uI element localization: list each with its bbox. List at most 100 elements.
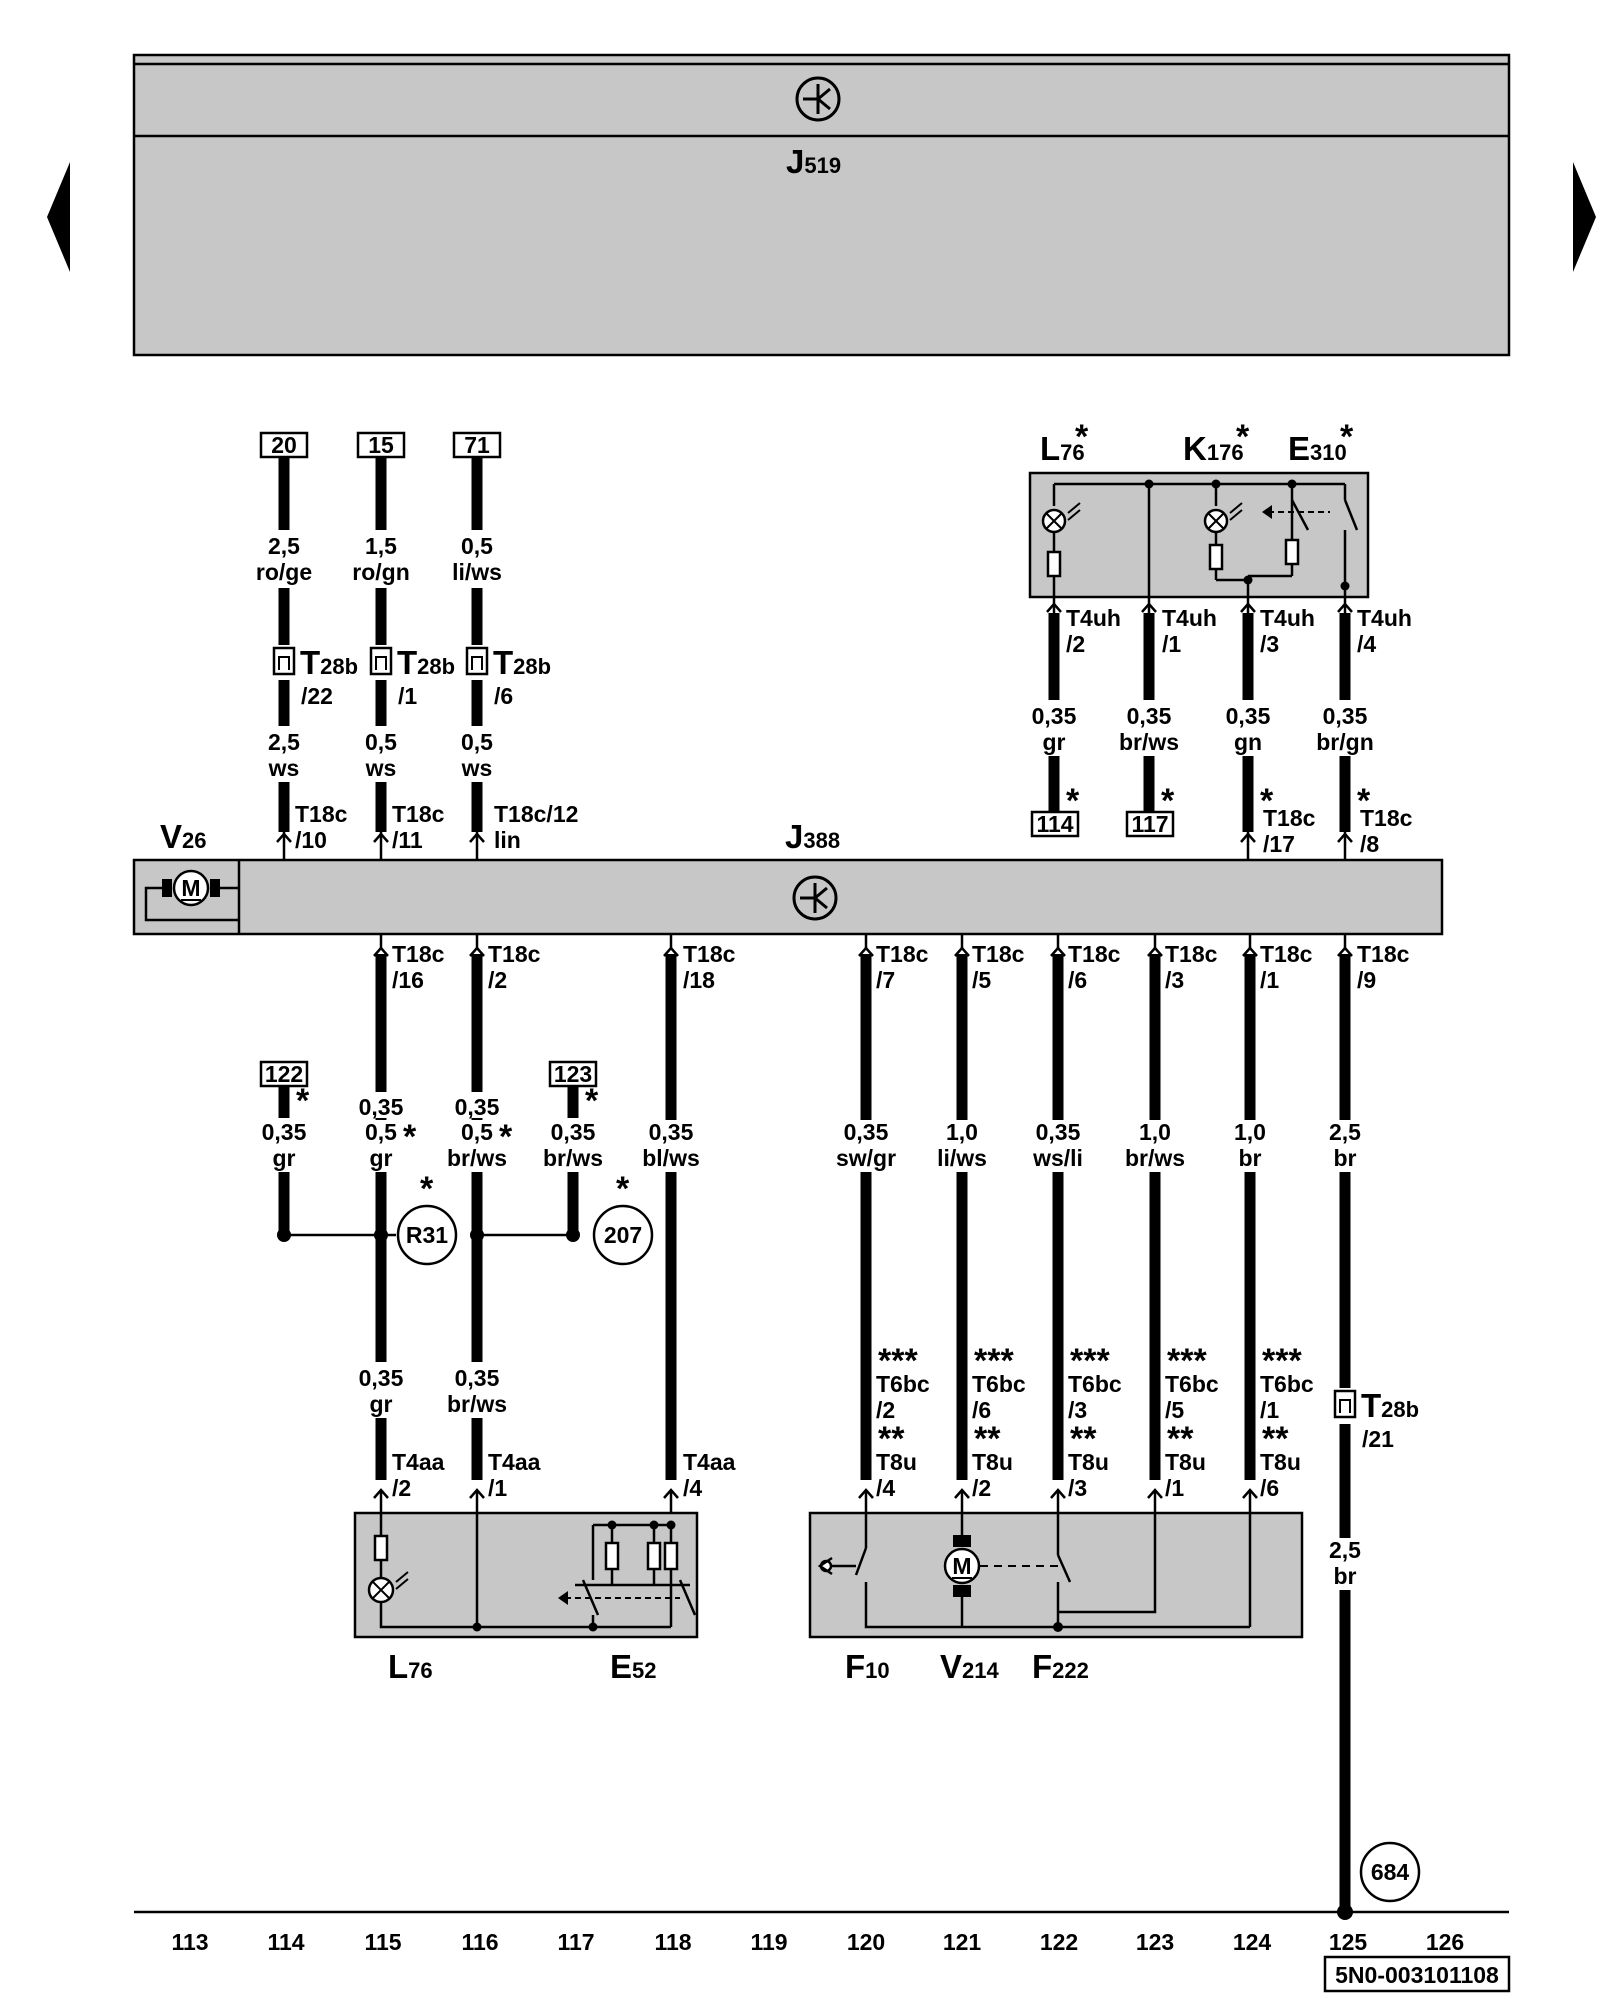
svg-text:117: 117 <box>1131 811 1168 837</box>
ref-box-114: 114 <box>1030 810 1080 838</box>
f10-v214-f222-component-box: M F10 V214 F222 <box>808 1511 1304 1685</box>
f222-label: F222 <box>1032 1648 1089 1685</box>
svg-text:T8u: T8u <box>1068 1449 1109 1475</box>
svg-text:0,35: 0,35 <box>1323 703 1368 729</box>
track-number: 113 <box>171 1929 208 1955</box>
svg-text:T18c: T18c <box>392 801 445 827</box>
door-switch-icon <box>817 1513 1250 1629</box>
svg-text:0,35: 0,35 <box>1226 703 1271 729</box>
svg-text:/16: /16 <box>392 967 424 993</box>
svg-text:2,5: 2,5 <box>268 729 300 755</box>
svg-text:T8u: T8u <box>972 1449 1013 1475</box>
svg-text:0,35: 0,35 <box>359 1365 404 1391</box>
track-number: 120 <box>847 1929 885 1955</box>
connector-t28b-22: T28b /22 <box>272 644 358 709</box>
svg-text:T18c: T18c <box>1165 941 1218 967</box>
svg-text:gr: gr <box>273 1145 296 1171</box>
svg-text:T8u: T8u <box>1260 1449 1301 1475</box>
svg-text:2,5: 2,5 <box>1329 1119 1361 1145</box>
svg-text:***: *** <box>974 1342 1014 1380</box>
svg-text:**: ** <box>1262 1420 1289 1458</box>
track-number: 124 <box>1233 1929 1272 1955</box>
j388-label: J388 <box>785 818 840 855</box>
svg-text:br/ws: br/ws <box>447 1145 507 1171</box>
svg-text:*: * <box>585 1082 599 1120</box>
svg-text:20: 20 <box>271 432 297 458</box>
j519-control-unit: J519 <box>132 53 1511 357</box>
svg-text:ws: ws <box>365 755 397 781</box>
svg-text:114: 114 <box>1036 811 1073 837</box>
v214-label: V214 <box>940 1648 999 1685</box>
svg-text:/9: /9 <box>1357 967 1376 993</box>
track-number: 122 <box>1040 1929 1078 1955</box>
e310-label: E310 <box>1288 430 1347 467</box>
ref-box-20: 20 <box>259 431 309 459</box>
svg-text:T4aa: T4aa <box>488 1449 541 1475</box>
dimmer-switch-icon <box>558 1579 697 1627</box>
svg-text:T18c: T18c <box>1068 941 1121 967</box>
track-number: 121 <box>943 1929 982 1955</box>
electronic-unit-icon <box>795 76 841 122</box>
svg-text:/17: /17 <box>1263 831 1295 857</box>
svg-text:M: M <box>181 875 200 901</box>
svg-text:0,35: 0,35 <box>1036 1119 1081 1145</box>
top-left-wires: 20 15 71 2,5 ro/ge 1,5 ro/gn 0,5 li/ws T… <box>250 431 578 860</box>
motor-icon: M <box>144 869 239 922</box>
svg-text:***: *** <box>878 1342 918 1380</box>
svg-text:T8u: T8u <box>1165 1449 1206 1475</box>
lower-left-wires: T18c /16 T18c /2 T18c /18 122 123 * * 0,… <box>255 934 736 1513</box>
connector-t28b-1: T28b /1 <box>369 644 455 709</box>
track-number: 123 <box>1136 1929 1174 1955</box>
svg-text:/5: /5 <box>972 967 991 993</box>
lamp-icon <box>1203 502 1243 534</box>
lamp-icon <box>1041 502 1081 534</box>
svg-text:***: *** <box>1262 1342 1302 1380</box>
connector-t28b-6: T28b /6 <box>465 644 551 709</box>
next-page-arrow-icon[interactable] <box>1573 162 1596 272</box>
svg-text:***: *** <box>1167 1342 1207 1380</box>
svg-text:gr: gr <box>370 1145 393 1171</box>
svg-text:/6: /6 <box>1068 967 1087 993</box>
svg-text:122: 122 <box>265 1061 303 1087</box>
svg-text:**: ** <box>878 1420 905 1458</box>
svg-text:T4uh: T4uh <box>1357 605 1412 631</box>
track-number: 119 <box>750 1929 787 1955</box>
wire-color: li/ws <box>452 559 502 585</box>
svg-text:0,35: 0,35 <box>262 1119 307 1145</box>
svg-text:br/ws: br/ws <box>1125 1145 1185 1171</box>
ground-point-684: 684 <box>1359 1841 1421 1903</box>
wire-gauge: 2,5 <box>268 533 300 559</box>
track-number: 116 <box>461 1929 498 1955</box>
svg-text:**: ** <box>1070 1420 1097 1458</box>
ground-wire: T18c /9 2,5 br T28b /21 2,5 br 684 <box>1318 934 1421 1920</box>
track-number-row: 113 114 115 116 117 118 119 120 121 122 … <box>134 1910 1509 1955</box>
svg-text:15: 15 <box>368 432 394 458</box>
ref-box-122: 122 <box>259 1060 309 1088</box>
svg-text:0,35: 0,35 <box>359 1094 404 1120</box>
svg-text:/3: /3 <box>1068 1397 1087 1423</box>
svg-text:*: * <box>296 1082 310 1120</box>
svg-text:/2: /2 <box>972 1475 991 1501</box>
svg-text:/1: /1 <box>488 1475 507 1501</box>
ref-box-117: 117 <box>1125 810 1175 838</box>
svg-text:1,0: 1,0 <box>1139 1119 1171 1145</box>
svg-text:ws: ws <box>461 755 493 781</box>
previous-page-arrow-icon[interactable] <box>47 162 70 272</box>
svg-text:*: * <box>1357 782 1371 820</box>
ground-point-207: 207 <box>592 1204 654 1266</box>
svg-text:T8u: T8u <box>876 1449 917 1475</box>
svg-text:/3: /3 <box>1068 1475 1087 1501</box>
svg-text:T18c: T18c <box>1357 941 1410 967</box>
svg-text:br/ws: br/ws <box>447 1391 507 1417</box>
l76-top-label: L76 <box>1040 430 1085 467</box>
svg-text:ws: ws <box>268 755 300 781</box>
svg-text:0,5: 0,5 <box>365 1119 397 1145</box>
svg-text:T4aa: T4aa <box>683 1449 736 1475</box>
wire-color: ro/ge <box>256 559 312 585</box>
svg-text:T28b: T28b <box>300 644 358 681</box>
svg-text:/5: /5 <box>1165 1397 1184 1423</box>
svg-text:/10: /10 <box>295 827 327 853</box>
svg-text:T4uh: T4uh <box>1260 605 1315 631</box>
connector-t28b-21: T28b /21 <box>1333 1387 1419 1452</box>
